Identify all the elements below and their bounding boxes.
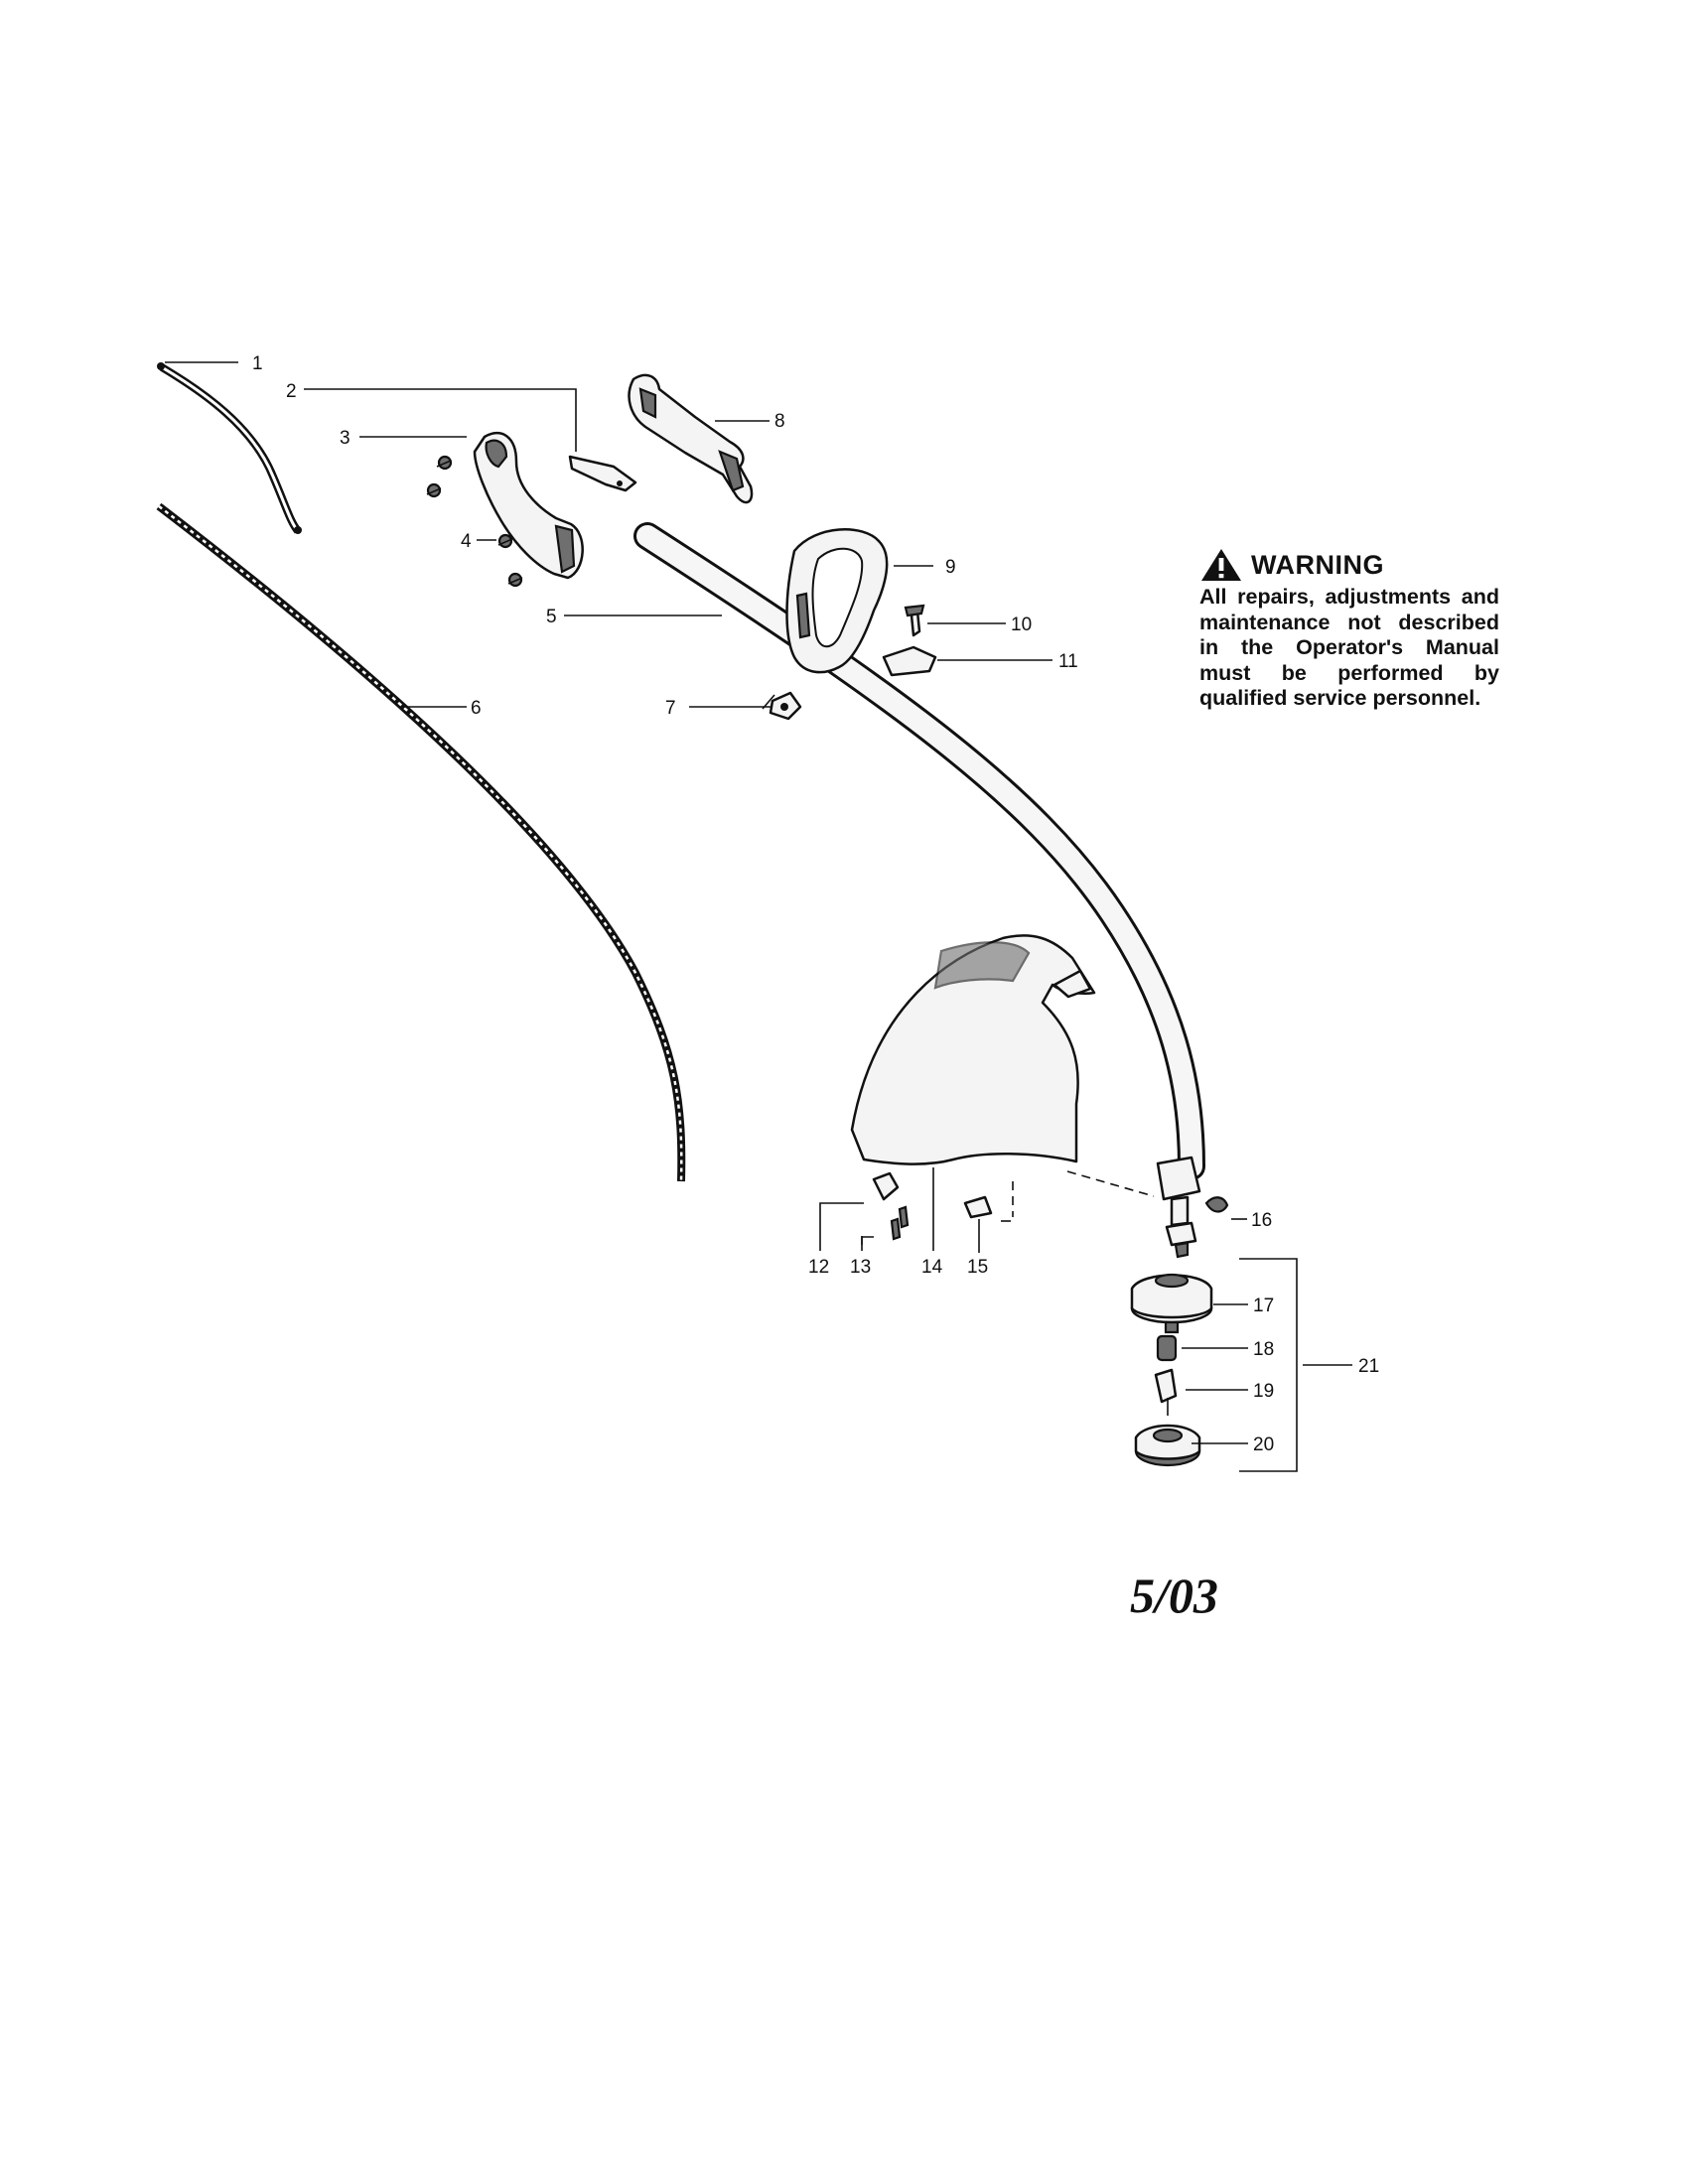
part-number: 11: [1058, 651, 1078, 672]
part-number: 9: [945, 557, 956, 578]
d-handle: [785, 528, 889, 674]
part-number: 6: [471, 698, 482, 719]
warning-triangle-icon: [1201, 549, 1241, 581]
bump-knob: [1134, 1424, 1201, 1467]
part-number: 21: [1358, 1356, 1379, 1377]
part-number: 15: [967, 1257, 988, 1278]
part-number: 16: [1251, 1210, 1272, 1231]
handle-screw: [904, 604, 925, 637]
part-number: 12: [808, 1257, 829, 1278]
trimmer-housing: [1130, 1273, 1213, 1334]
part-number: 2: [286, 381, 297, 402]
throttle-cable: [157, 362, 302, 534]
head-clamp: [1156, 1156, 1229, 1259]
shield-screws: [890, 1205, 910, 1241]
part-number: 4: [461, 531, 472, 552]
warning-title: WARNING: [1251, 549, 1384, 580]
part-number: 20: [1253, 1434, 1274, 1455]
warning-text: All repairs, adjustments and maintenance…: [1199, 585, 1499, 710]
handle-clamp: [882, 645, 937, 677]
throttle-handle: [426, 431, 584, 588]
deflector-shield: [850, 934, 1096, 1165]
part-number: 19: [1253, 1381, 1274, 1402]
part-number: 7: [665, 698, 676, 719]
throttle-trigger: [568, 455, 637, 492]
line-cutter: [963, 1195, 993, 1219]
leader-lines: [165, 361, 1352, 1472]
warning-box: WARNING All repairs, adjustments and mai…: [1199, 547, 1499, 712]
part-number: 1: [252, 353, 263, 374]
part-number: 18: [1253, 1339, 1274, 1360]
part-number: 14: [921, 1257, 943, 1278]
diagram-date: 5/03: [1130, 1568, 1218, 1623]
part-number: 13: [850, 1257, 871, 1278]
shield-bracket: [872, 1171, 900, 1201]
spool-insert: [1154, 1368, 1178, 1416]
part-number: 3: [340, 428, 351, 449]
part-number: 5: [546, 607, 557, 627]
drive-shaft: [156, 502, 686, 1182]
part-number: 10: [1011, 614, 1032, 635]
part-number: 8: [774, 411, 785, 432]
warning-header: WARNING: [1199, 547, 1499, 583]
assist-handle: [628, 373, 754, 504]
spring: [1156, 1334, 1178, 1362]
shaft-clamp: [769, 691, 802, 721]
part-labels: 1 2 3 4 5 6 7 8 9 10 11 12 13 14 15 16 1…: [252, 353, 1379, 1455]
part-number: 17: [1253, 1296, 1274, 1316]
